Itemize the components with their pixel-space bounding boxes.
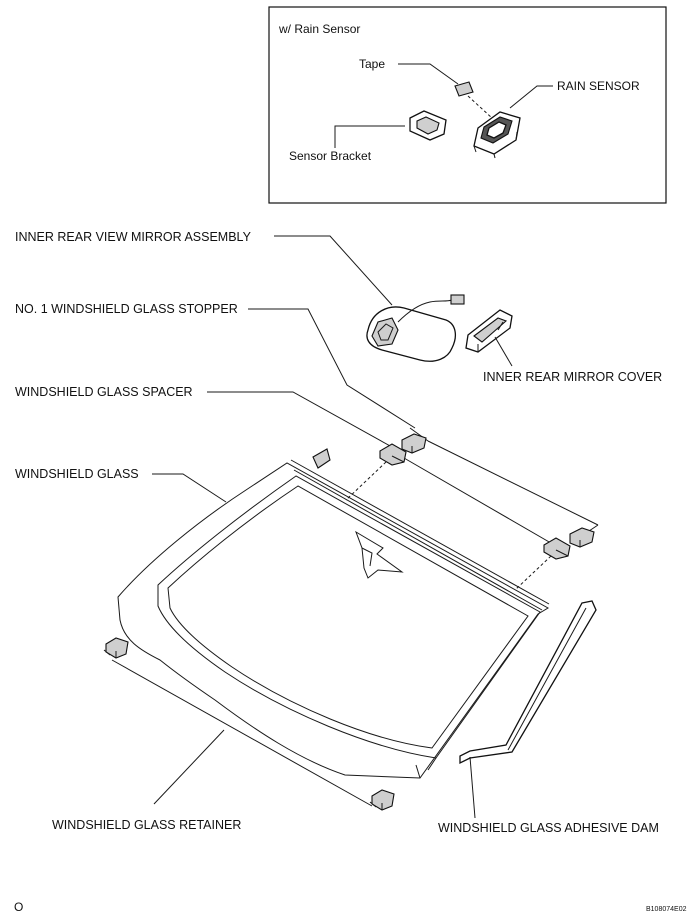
tape-part xyxy=(454,81,474,97)
figure-code: B108074E02 xyxy=(646,906,687,913)
rain-sensor-leader xyxy=(509,85,553,109)
tape-leader xyxy=(398,63,459,85)
adhesive-dam-label: WINDSHIELD GLASS ADHESIVE DAM xyxy=(438,821,659,835)
spacer-leader xyxy=(207,391,393,448)
sensor-bracket-part xyxy=(409,110,447,141)
windshield-glass-leader xyxy=(152,473,227,503)
stopper-label: NO. 1 WINDSHIELD GLASS STOPPER xyxy=(15,302,238,316)
retainer-part-right xyxy=(369,789,395,811)
mirror-assembly-leader xyxy=(274,235,393,306)
tape-to-sensor-dash xyxy=(467,95,493,119)
inner-rear-view-mirror-part xyxy=(366,294,465,362)
stopper-leader xyxy=(248,308,416,429)
retainer-leader xyxy=(153,729,225,805)
mirror-assembly-label: INNER REAR VIEW MIRROR ASSEMBLY xyxy=(15,230,252,244)
rain-sensor-part xyxy=(473,111,521,159)
adhesive-dam-part xyxy=(459,600,597,765)
spacer-right-dash xyxy=(514,555,552,591)
retainer-label: WINDSHIELD GLASS RETAINER xyxy=(52,818,241,832)
inner-rear-mirror-cover-part xyxy=(465,309,513,353)
inset-title: w/ Rain Sensor xyxy=(278,22,360,36)
spacer-part-right xyxy=(543,537,571,560)
sensor-bracket-leader xyxy=(334,125,405,148)
rain-sensor-label: RAIN SENSOR xyxy=(557,79,640,93)
spacer-left-dash xyxy=(345,461,387,501)
stopper-part-left xyxy=(401,433,427,454)
retainer-part-left xyxy=(103,637,129,659)
spacer-part-left xyxy=(379,443,407,466)
adhesive-dam-leader xyxy=(469,756,476,819)
rain-sensor-inset: w/ Rain Sensor Tape RAIN SENSOR Sensor B… xyxy=(268,6,667,204)
inset-frame xyxy=(268,6,667,204)
windshield-glass-label: WINDSHIELD GLASS xyxy=(15,467,139,481)
stopper-part-right xyxy=(569,527,595,548)
sensor-bracket-label: Sensor Bracket xyxy=(289,149,372,163)
spacer-label: WINDSHIELD GLASS SPACER xyxy=(15,385,193,399)
tape-label: Tape xyxy=(359,57,385,71)
mirror-cover-leader xyxy=(494,336,513,367)
spacer-group-line xyxy=(403,457,564,551)
retainer-group-line xyxy=(111,659,373,807)
windshield-glass-part xyxy=(117,448,550,779)
stopper-group-line-left xyxy=(427,440,599,526)
footer-left-mark: O xyxy=(14,900,23,914)
mirror-cover-label: INNER REAR MIRROR COVER xyxy=(483,370,662,384)
